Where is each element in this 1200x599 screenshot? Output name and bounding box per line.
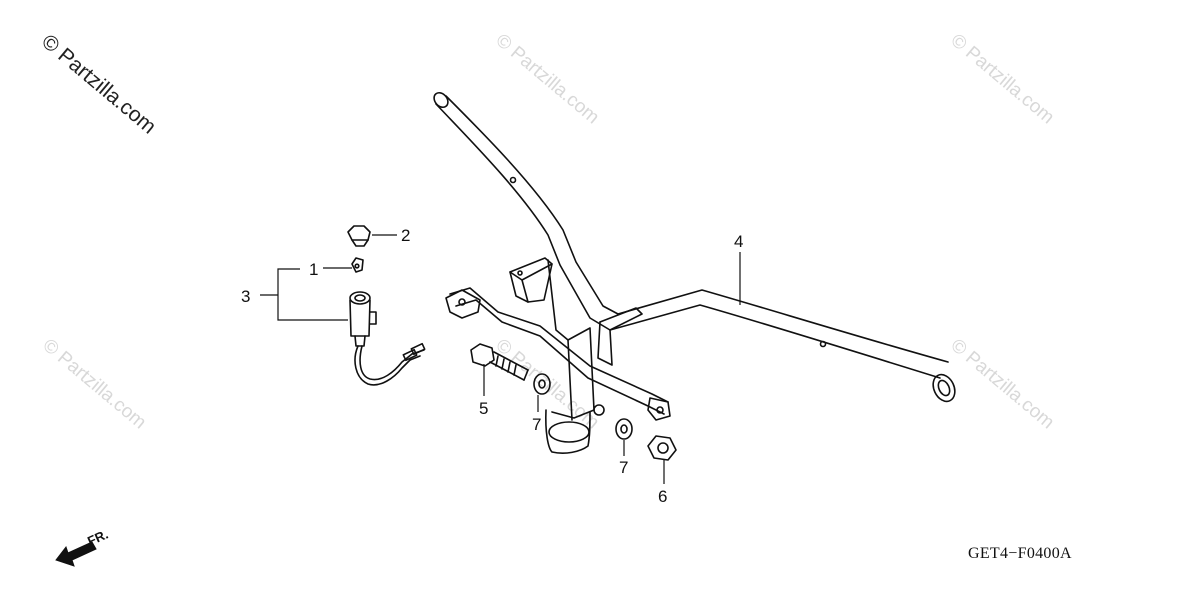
callout-7-right: 7 — [619, 458, 628, 477]
callout-4: 4 — [734, 232, 743, 251]
callout-3: 3 — [241, 287, 250, 306]
callout-5: 5 — [479, 399, 488, 418]
right-bracket — [597, 307, 643, 366]
socket-assembly — [349, 291, 426, 386]
leader-lines — [260, 234, 741, 484]
washer-part-7-right — [615, 418, 633, 440]
callout-2: 2 — [401, 226, 410, 245]
washer-part-7-left — [533, 373, 551, 395]
steering-stem — [545, 259, 605, 454]
handlebar-tube — [433, 91, 956, 403]
cross-brace — [445, 287, 671, 421]
bolt-part-5 — [470, 343, 529, 381]
cap-part-2 — [347, 225, 371, 247]
diagram-code: GET4−F0400A — [968, 545, 1072, 562]
nut-part-6 — [647, 435, 677, 461]
clip-part-1 — [351, 257, 364, 273]
upper-bracket — [509, 257, 553, 303]
front-arrow-icon — [55, 541, 97, 567]
callout-7-left: 7 — [532, 415, 541, 434]
front-indicator-label: FR. — [85, 527, 110, 549]
callout-6: 6 — [658, 487, 667, 506]
callout-1: 1 — [309, 260, 318, 279]
